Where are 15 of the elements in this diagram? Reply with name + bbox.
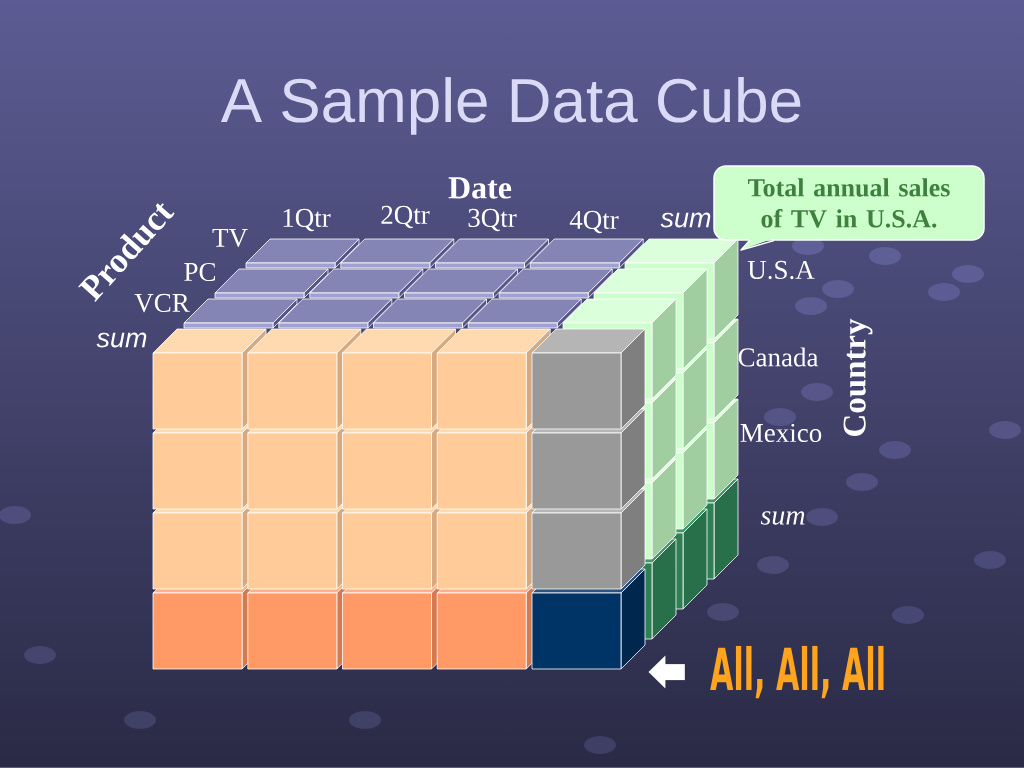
axis-label: sum [760, 511, 805, 525]
axis-label: sum [96, 332, 147, 348]
axis-label: Mexico [740, 423, 822, 443]
axis-label: 3Qtr [468, 208, 517, 232]
banner-text: All, All, All [710, 645, 884, 699]
axis-title: Date [448, 177, 512, 199]
axis-label: 4Qtr [569, 210, 619, 234]
axis-label: 1Qtr [283, 208, 331, 232]
slide-title: A Sample Data Cube [220, 77, 801, 135]
axis-label: TV [212, 228, 248, 248]
axis-label: PC [184, 262, 216, 282]
callout-box: Total annual sales of TV in U.S.A. [713, 165, 985, 251]
axis-label: 2Qtr [381, 205, 430, 229]
axis-title: Country [843, 318, 873, 436]
axis-label: Canada [738, 347, 819, 367]
